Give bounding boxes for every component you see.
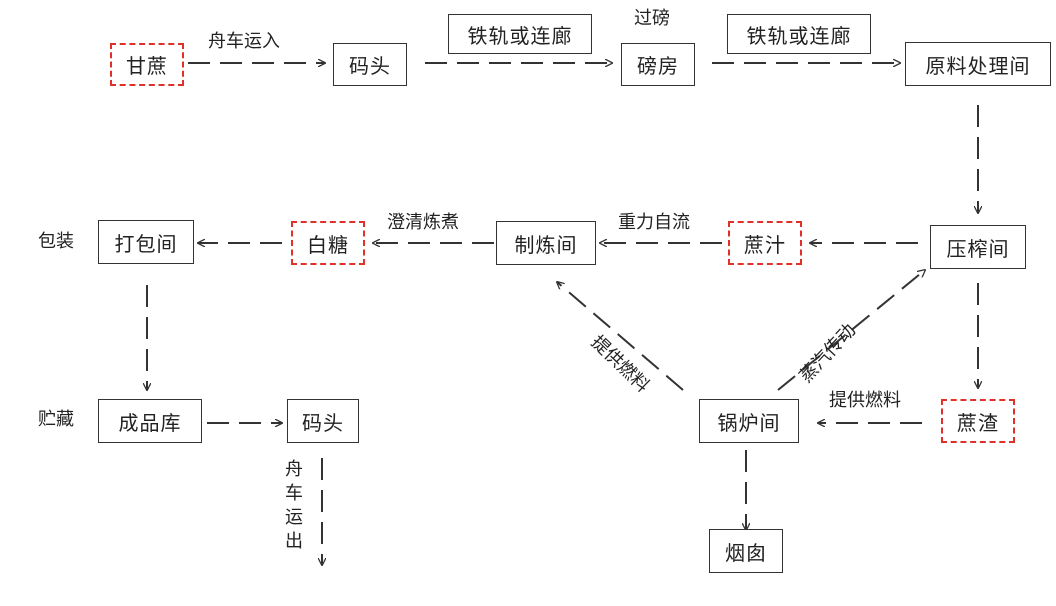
node-press: 压榨间 <box>930 225 1026 269</box>
label-clarify-boil: 澄清炼煮 <box>387 212 459 233</box>
node-packing: 打包间 <box>98 220 194 264</box>
label-fuel-supply-2: 提供燃料 <box>829 390 901 411</box>
label-boat-in: 舟车运入 <box>208 31 280 52</box>
node-weighing-house: 磅房 <box>621 43 695 86</box>
node-warehouse: 成品库 <box>98 399 202 443</box>
node-raw-material: 原料处理间 <box>905 42 1051 86</box>
node-bagasse: 蔗渣 <box>941 399 1015 443</box>
node-cane: 甘蔗 <box>110 43 184 86</box>
node-white-sugar: 白糖 <box>291 221 365 265</box>
label-packing: 包装 <box>38 231 74 252</box>
label-weighing: 过磅 <box>634 8 670 29</box>
node-juice: 蔗汁 <box>728 221 802 265</box>
node-rail-2: 铁轨或连廊 <box>727 14 871 54</box>
node-chimney: 烟囱 <box>709 529 783 573</box>
arrow-boiler-to-refine <box>557 282 684 391</box>
node-refining: 制炼间 <box>496 221 596 265</box>
node-dock-out: 码头 <box>287 399 359 443</box>
label-gravity-flow: 重力自流 <box>618 212 690 233</box>
label-storage: 贮藏 <box>38 409 74 430</box>
node-rail-1: 铁轨或连廊 <box>448 14 592 54</box>
node-boiler: 锅炉间 <box>699 399 799 443</box>
label-boat-out: 舟车运出 <box>285 459 303 552</box>
node-dock-in: 码头 <box>333 43 407 86</box>
